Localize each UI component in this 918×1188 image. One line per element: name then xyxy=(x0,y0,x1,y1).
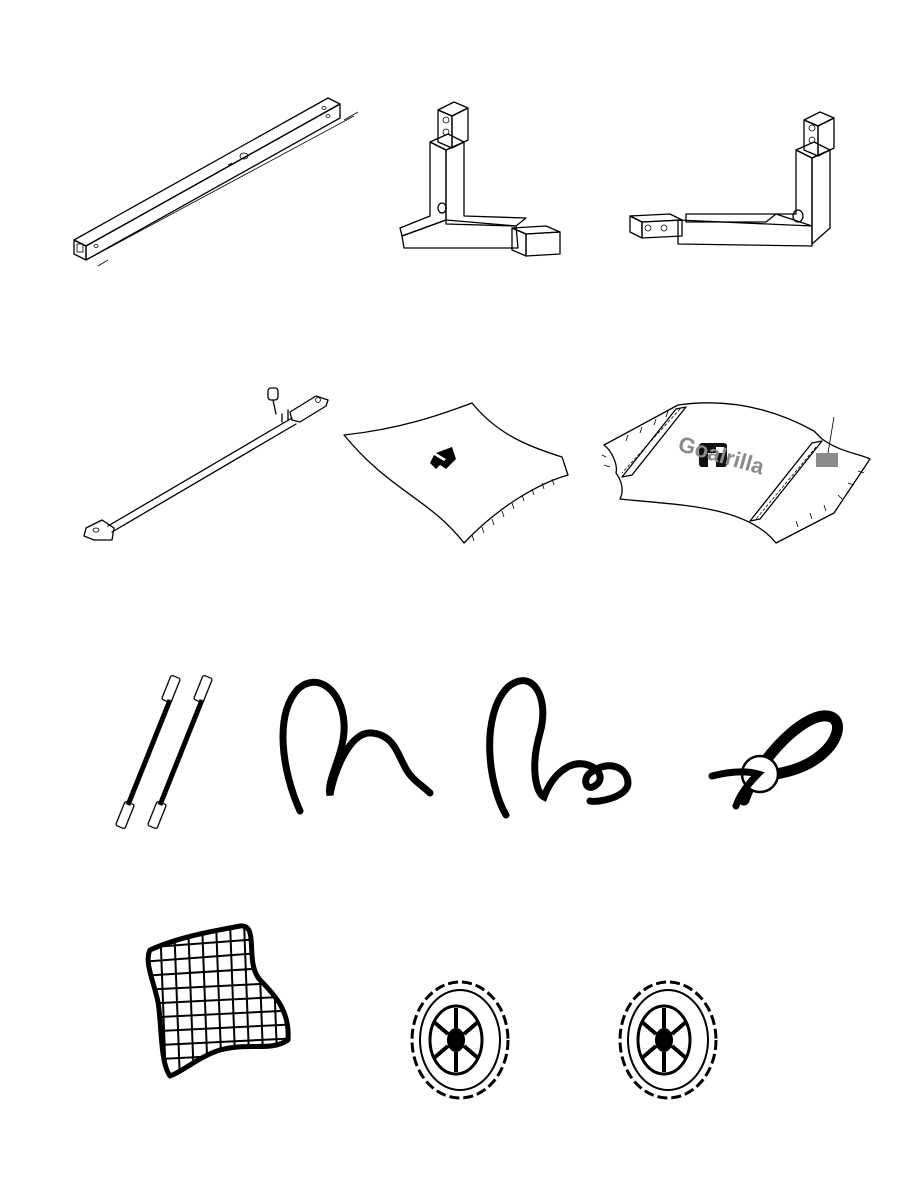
net-panel-icon: Goalrilla xyxy=(596,395,876,545)
wheel-icon xyxy=(616,978,720,1102)
straight-tube-icon xyxy=(68,90,368,270)
rods-icon xyxy=(110,670,220,840)
wheel-icon xyxy=(408,978,512,1102)
grid-net-icon xyxy=(140,922,300,1082)
brand-logo-text: Goalrilla xyxy=(676,431,768,480)
elbow-tube-icon xyxy=(396,100,576,265)
ball-bungee-icon xyxy=(700,690,850,820)
support-rod-icon xyxy=(80,380,340,550)
net-panel-icon xyxy=(340,395,570,545)
cord-icon xyxy=(270,675,440,825)
cord-icon xyxy=(478,675,658,825)
elbow-tube-icon xyxy=(626,110,836,260)
